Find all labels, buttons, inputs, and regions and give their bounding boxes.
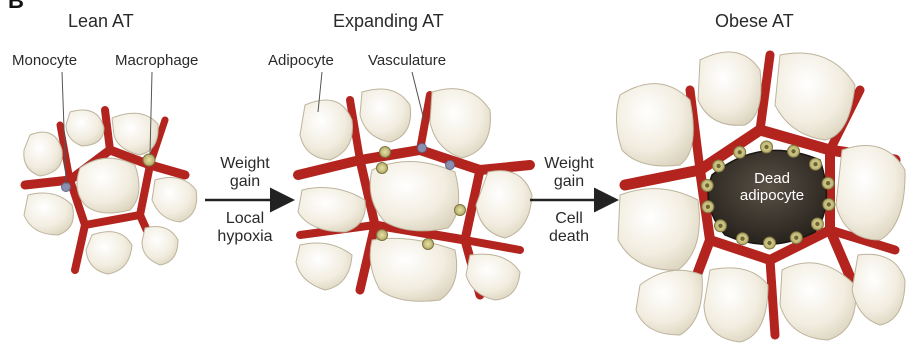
monocyte-label: Monocyte — [12, 53, 77, 68]
transition-1-above-line1: Weight — [210, 155, 280, 173]
adipocyte-label: Adipocyte — [268, 53, 334, 68]
transition-2-below: Cell death — [534, 210, 604, 246]
crown-macrophage-nucleus — [716, 164, 720, 168]
dead-adipocyte-label: Dead adipocyte — [722, 170, 822, 204]
macrophage-label: Macrophage — [115, 53, 198, 68]
crown-macrophage-nucleus — [740, 237, 744, 241]
transition-1-above-line2: gain — [210, 173, 280, 191]
transition-1-below-line1: Local — [210, 210, 280, 228]
transition-1-above: Weight gain — [210, 155, 280, 191]
expanding-adipocytes — [296, 89, 532, 302]
lean-at-title: Lean AT — [68, 12, 134, 30]
crown-macrophage-nucleus — [738, 150, 742, 154]
crown-macrophage-nucleus — [794, 236, 798, 240]
crown-macrophage-nucleus — [813, 162, 817, 166]
dead-adipocyte-line1: Dead — [722, 170, 822, 187]
transition-1-below-line2: hypoxia — [210, 228, 280, 246]
crown-macrophage-nucleus — [815, 222, 819, 226]
lean-at-cluster — [24, 72, 197, 274]
transition-2-below-line1: Cell — [534, 210, 604, 228]
panel-letter: B — [8, 0, 24, 12]
crown-macrophage-nucleus — [767, 241, 771, 245]
crown-macrophage-nucleus — [705, 183, 709, 187]
vasculature-label: Vasculature — [368, 53, 446, 68]
lean-macrophage — [143, 154, 155, 166]
transition-2-above-line1: Weight — [534, 155, 604, 173]
transition-2-above: Weight gain — [534, 155, 604, 191]
expanding-at-title: Expanding AT — [333, 12, 444, 30]
crown-macrophage-nucleus — [764, 145, 768, 149]
vasculature-pointer — [412, 72, 424, 120]
crown-macrophage-nucleus — [706, 205, 710, 209]
crown-macrophage-nucleus — [826, 181, 830, 185]
crown-macrophage-nucleus — [718, 224, 722, 228]
transition-2-below-line2: death — [534, 228, 604, 246]
obese-at-title: Obese AT — [715, 12, 794, 30]
dead-adipocyte-line2: adipocyte — [722, 187, 822, 204]
transition-1-below: Local hypoxia — [210, 210, 280, 246]
expanding-at-cluster — [296, 72, 532, 301]
transition-2-above-line2: gain — [534, 173, 604, 191]
crown-macrophage-nucleus — [827, 202, 831, 206]
crown-macrophage-nucleus — [791, 149, 795, 153]
